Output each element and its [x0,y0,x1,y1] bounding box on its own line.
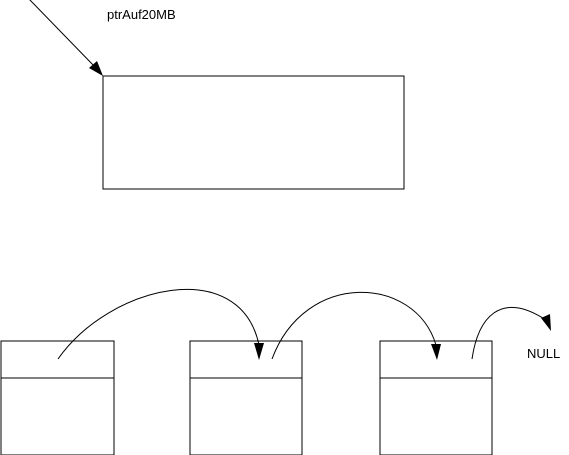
next-pointer-arrow [57,288,264,360]
list-node [189,340,303,455]
list-node-box [379,340,493,455]
list-node [379,340,493,455]
null-pointer-arrow [471,307,551,360]
next-pointer-arrow [271,291,441,360]
list-node-box [189,340,303,455]
list-node [0,340,115,455]
null-label: NULL [527,346,560,361]
pointer-label: ptrAuf20MB [107,7,176,22]
pointer-arrow [29,0,103,76]
memory-block [102,75,405,190]
list-node-box [0,340,115,455]
